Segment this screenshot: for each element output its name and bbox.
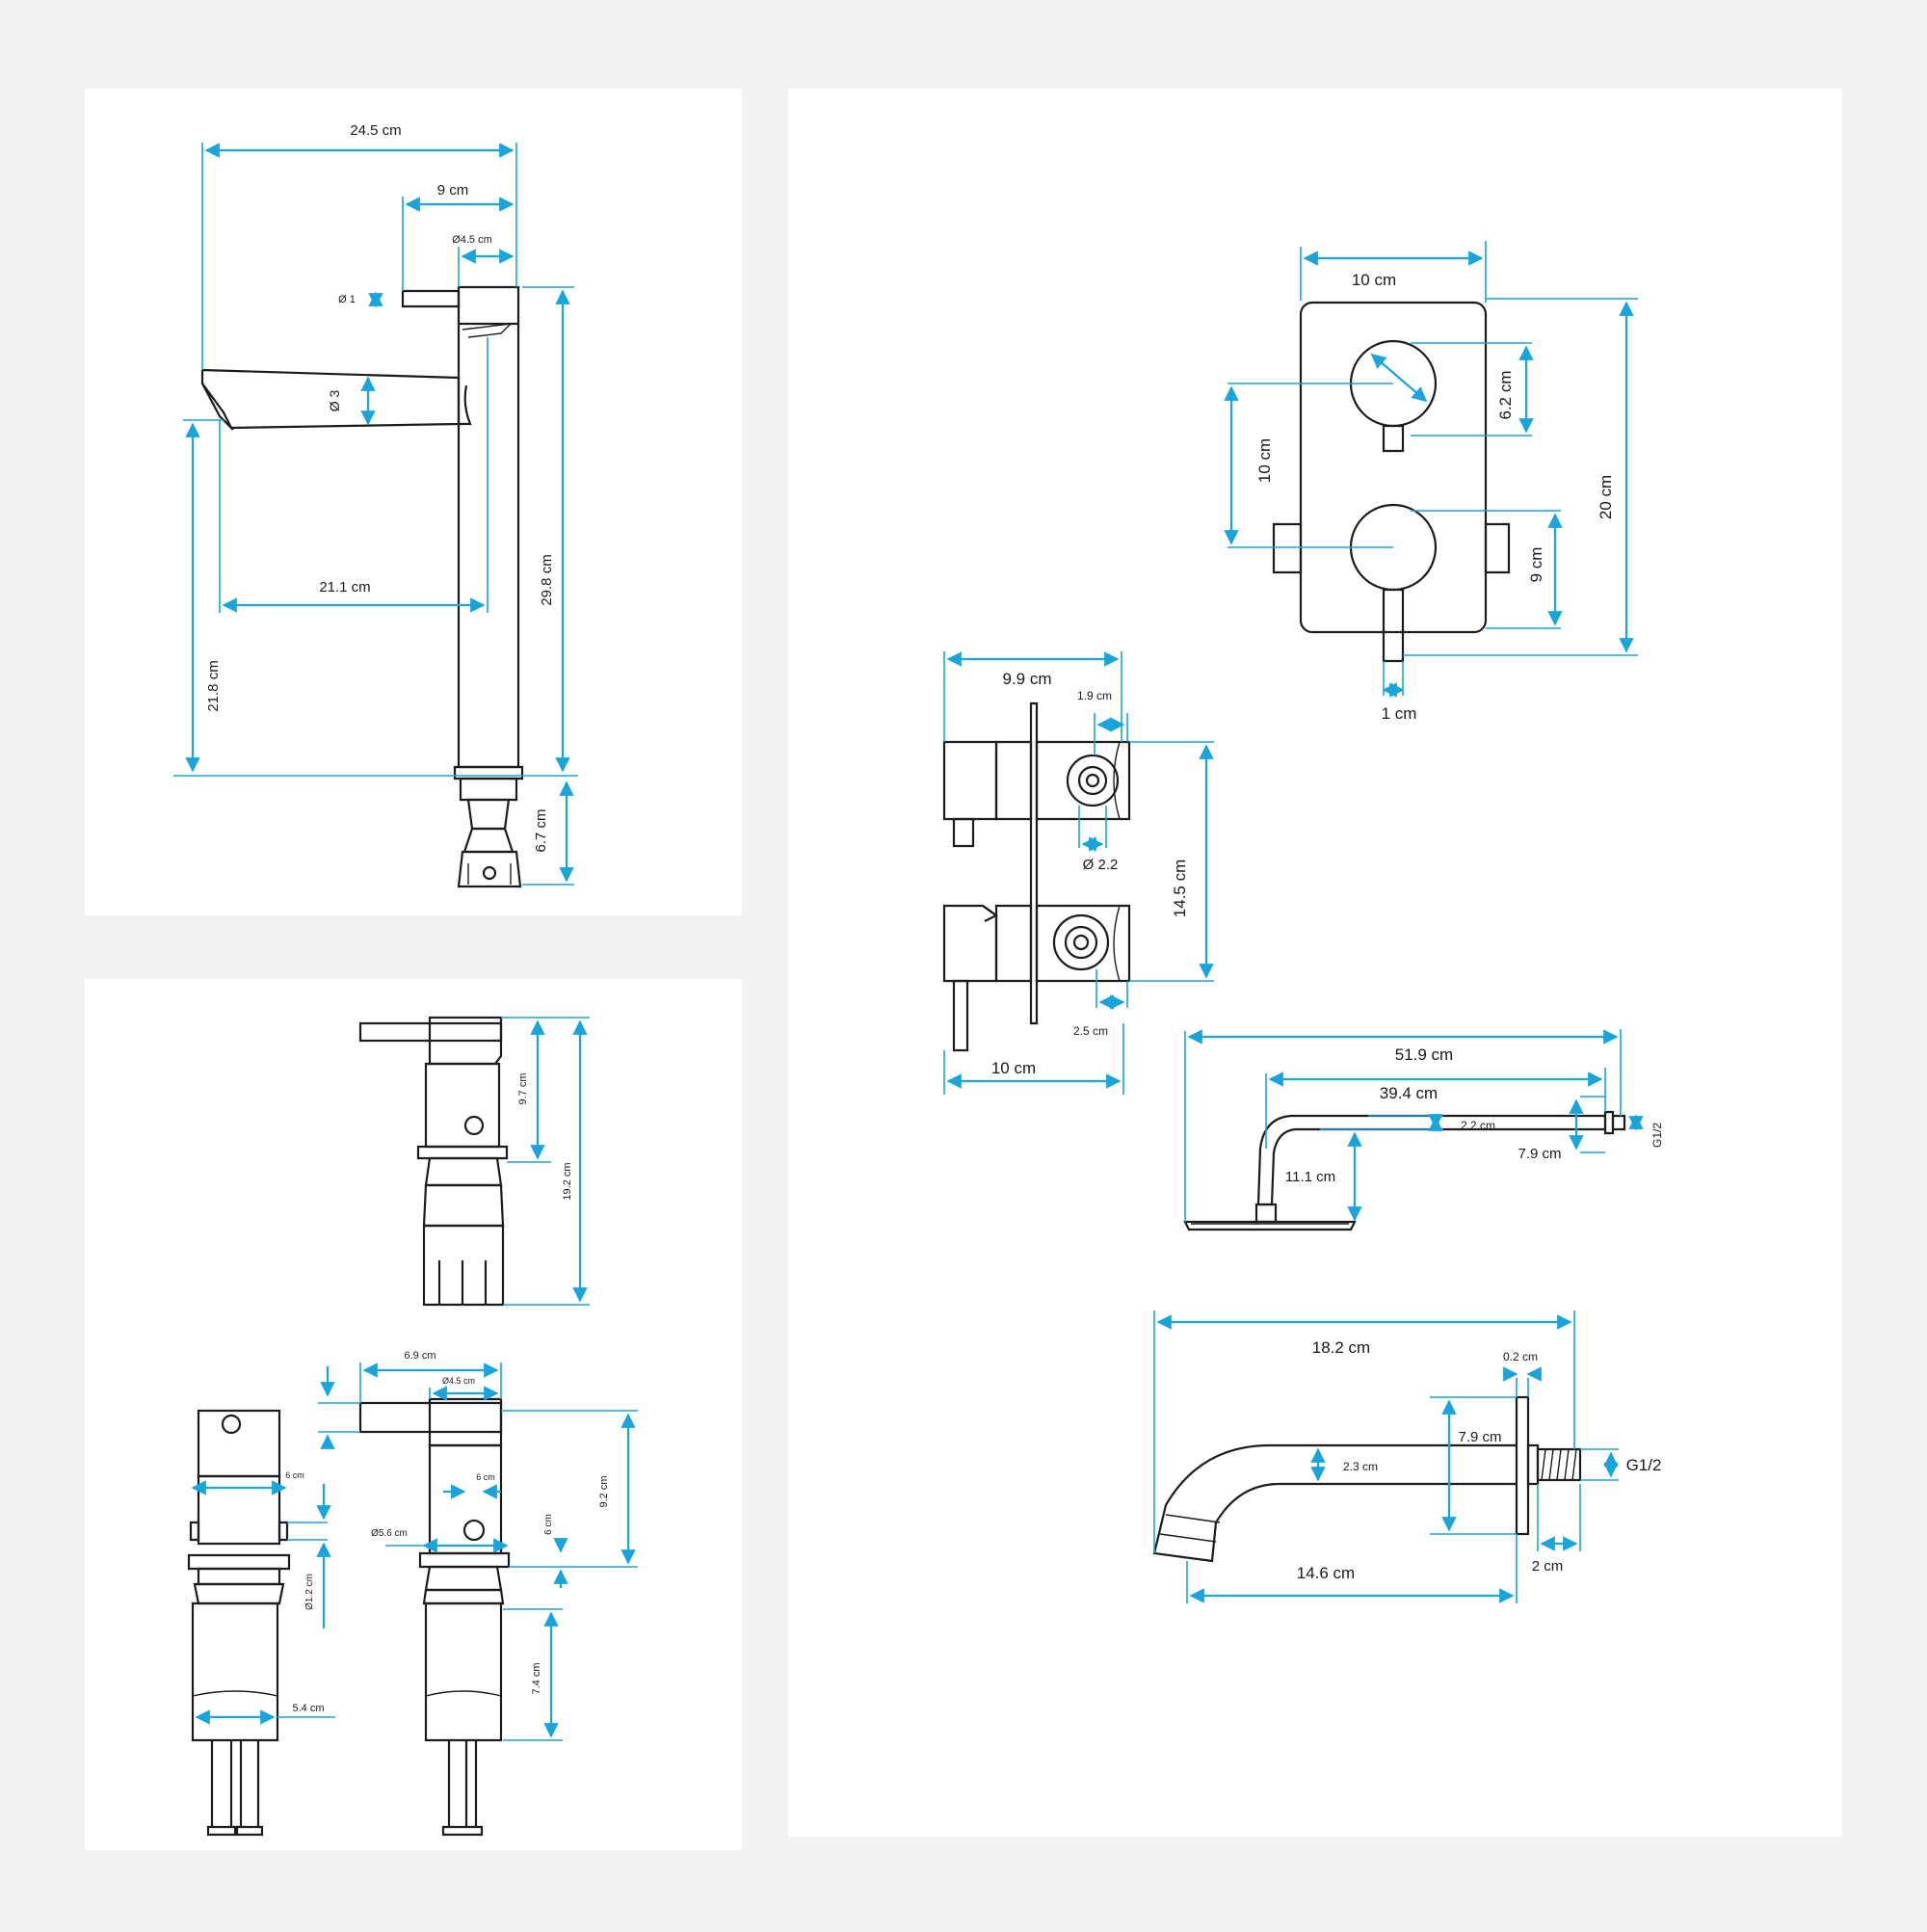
dim-arm-thread: G1/2 bbox=[1650, 1123, 1664, 1148]
dim-spout-pipe-diameter: 2.3 cm bbox=[1343, 1460, 1378, 1473]
dim-plate-height: 20 cm bbox=[1597, 475, 1615, 519]
panel-shower-set bbox=[788, 89, 1842, 1837]
dim-lever-offset: 6 cm bbox=[476, 1472, 495, 1482]
dim-spout-flange: 7.9 cm bbox=[1458, 1429, 1501, 1445]
dim-shank-diameter: Ø1.2 cm bbox=[304, 1574, 315, 1610]
shower-arm-dimensions: 51.9 cm 39.4 cm 2.2 cm 7.9 cm 11.1 cm G1… bbox=[1184, 1029, 1664, 1222]
side-mixer-drawing bbox=[187, 1397, 511, 1837]
panel-basin-mixer bbox=[85, 89, 742, 915]
dim-side-lever-length: 6.9 cm bbox=[404, 1350, 436, 1362]
dim-arm-overall-length: 51.9 cm bbox=[1395, 1045, 1453, 1064]
basin-mixer-dimensions: 24.5 cm 9 cm Ø4.5 cm Ø 1 Ø 3 21.1 cm 21.… bbox=[183, 122, 574, 886]
dim-body-height: 29.8 cm bbox=[539, 554, 555, 605]
dim-spout-thread: G1/2 bbox=[1626, 1456, 1662, 1474]
dim-valve-depth: 10 cm bbox=[991, 1059, 1036, 1077]
panel-concealed-mixer bbox=[85, 979, 742, 1850]
dim-left-body-width: 6 cm bbox=[285, 1470, 304, 1480]
dim-base-diameter: Ø5.6 cm bbox=[371, 1528, 408, 1539]
dim-arm-length: 39.4 cm bbox=[1380, 1084, 1438, 1102]
dim-arm-drop: 11.1 cm bbox=[1285, 1169, 1335, 1185]
concealed-mixer-dimensions: 9.7 cm 19.2 cm bbox=[501, 1017, 590, 1306]
valve-body-dimensions: 9.9 cm 1.9 cm Ø 2.2 14.5 cm 2.5 cm 10 cm bbox=[943, 651, 1214, 1095]
wall-plate-dimensions: 10 cm 20 cm 10 cm 6.2 cm 9 cm 1 cm bbox=[1224, 241, 1638, 723]
dim-outlet-offset: 1.9 cm bbox=[1077, 689, 1112, 702]
dim-collar: 6 cm bbox=[543, 1514, 554, 1535]
dim-spout-overall-length: 18.2 cm bbox=[1312, 1338, 1370, 1357]
dim-concealed-body-height: 9.7 cm bbox=[517, 1072, 529, 1104]
dim-bottom-offset: 2.5 cm bbox=[1073, 1024, 1108, 1038]
shower-arm-drawing bbox=[1183, 1110, 1626, 1231]
dim-plate-width: 10 cm bbox=[1352, 271, 1396, 289]
side-mixer-dimensions: 6.9 cm Ø4.5 cm 6 cm 6 cm Ø5.6 cm 9.2 cm … bbox=[191, 1350, 638, 1741]
dim-lever-length: 9 cm bbox=[437, 182, 469, 198]
dim-lever-width: 1 cm bbox=[1382, 704, 1417, 723]
dim-knob-centers: 10 cm bbox=[1255, 438, 1274, 483]
dim-valve-width: 9.9 cm bbox=[1002, 670, 1051, 688]
dim-side-height: 9.2 cm bbox=[598, 1475, 610, 1507]
dim-plate-thickness: 0.2 cm bbox=[1503, 1350, 1538, 1363]
bath-spout-dimensions: 18.2 cm 0.2 cm 7.9 cm 2.3 cm G1/2 2 cm 1… bbox=[1153, 1310, 1662, 1603]
dim-arm-diameter: 2.2 cm bbox=[1461, 1119, 1495, 1132]
dim-valve-height: 14.5 cm bbox=[1171, 860, 1189, 917]
dim-thread-length: 2 cm bbox=[1532, 1558, 1564, 1575]
dim-bottom-knob: 9 cm bbox=[1527, 547, 1545, 583]
dim-cartridge-diameter: Ø 2.2 bbox=[1083, 857, 1119, 873]
dim-concealed-overall-height: 19.2 cm bbox=[562, 1162, 573, 1200]
dim-hose-spacing: 5.4 cm bbox=[292, 1703, 324, 1714]
dim-overall-width: 24.5 cm bbox=[350, 122, 401, 139]
dim-shank-length: 6.7 cm bbox=[533, 808, 549, 852]
dim-spout-reach: 21.1 cm bbox=[319, 579, 370, 595]
dim-lever-diameter: Ø 1 bbox=[338, 294, 356, 305]
dim-spout-diameter: Ø 3 bbox=[327, 390, 342, 412]
dim-side-body-diameter: Ø4.5 cm bbox=[442, 1376, 475, 1386]
dim-spout-length: 14.6 cm bbox=[1297, 1564, 1355, 1582]
dim-top-knob: 6.2 cm bbox=[1496, 370, 1515, 419]
dim-spout-height: 21.8 cm bbox=[205, 660, 222, 711]
dim-arm-flange: 7.9 cm bbox=[1518, 1146, 1561, 1162]
dim-side-shank-length: 7.4 cm bbox=[531, 1662, 542, 1694]
dim-body-diameter: Ø4.5 cm bbox=[452, 234, 492, 246]
